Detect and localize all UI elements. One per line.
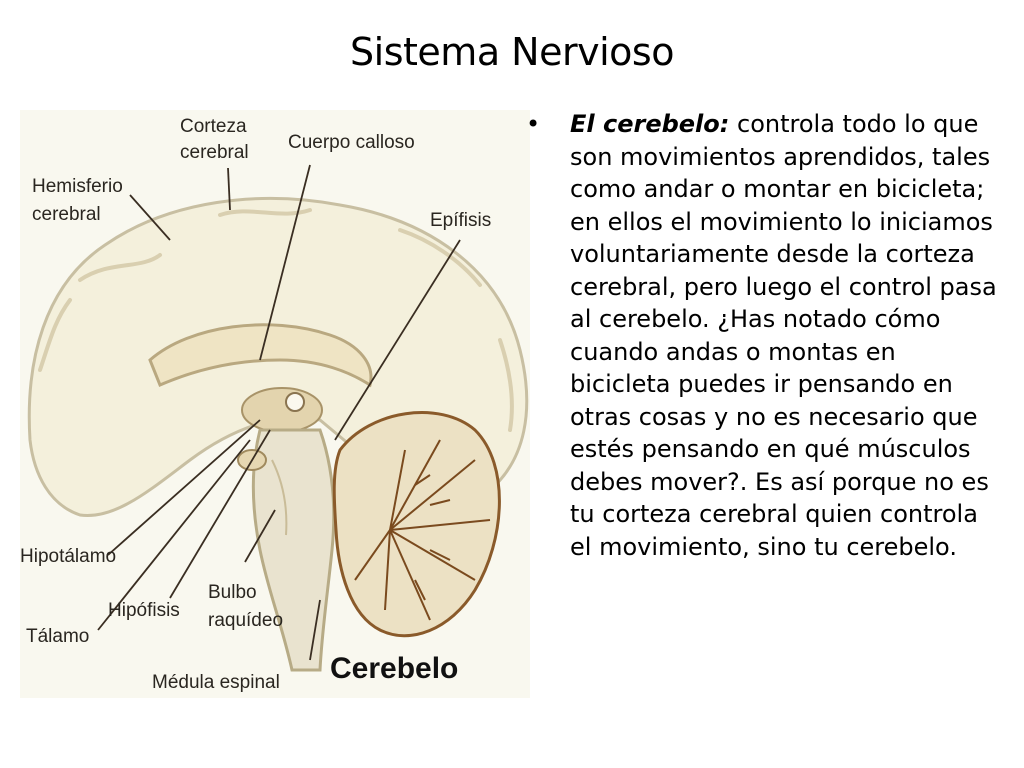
- label-cuerpo-calloso: Cuerpo calloso: [288, 132, 415, 153]
- cerebellum: [332, 411, 501, 638]
- label-bulbo-2: raquídeo: [208, 610, 283, 631]
- label-hipotalamo: Hipotálamo: [20, 546, 116, 567]
- label-hemisferio-1: Hemisferio: [32, 176, 123, 197]
- description-body: controla todo lo que son movimientos apr…: [570, 110, 997, 561]
- label-hemisferio-2: cerebral: [32, 204, 101, 225]
- description-panel: • El cerebelo: controla todo lo que son …: [526, 108, 1002, 563]
- label-medula: Médula espinal: [152, 672, 280, 693]
- pineal-gland: [285, 392, 305, 412]
- label-epifisis: Epífisis: [430, 210, 491, 231]
- label-corteza-2: cerebral: [180, 142, 249, 163]
- brain-diagram: Corteza cerebral Cuerpo calloso Hemisfer…: [20, 110, 530, 698]
- term-cerebelo: El cerebelo:: [570, 110, 730, 138]
- brain-illustration: Corteza cerebral Cuerpo calloso Hemisfer…: [20, 116, 529, 693]
- slide-title: Sistema Nervioso: [350, 30, 674, 74]
- gyri-texture: [38, 208, 514, 432]
- label-corteza-1: Corteza: [180, 116, 247, 137]
- label-bulbo-1: Bulbo: [208, 582, 257, 603]
- leader-lines: [97, 164, 461, 661]
- bullet-icon: •: [526, 110, 541, 138]
- label-hipofisis: Hipófisis: [108, 600, 180, 621]
- arbor-vitae: [354, 439, 491, 621]
- label-talamo: Tálamo: [26, 626, 89, 647]
- label-cerebelo: Cerebelo: [330, 652, 458, 685]
- brainstem: [251, 428, 336, 672]
- description-paragraph: El cerebelo: controla todo lo que son mo…: [542, 108, 1002, 563]
